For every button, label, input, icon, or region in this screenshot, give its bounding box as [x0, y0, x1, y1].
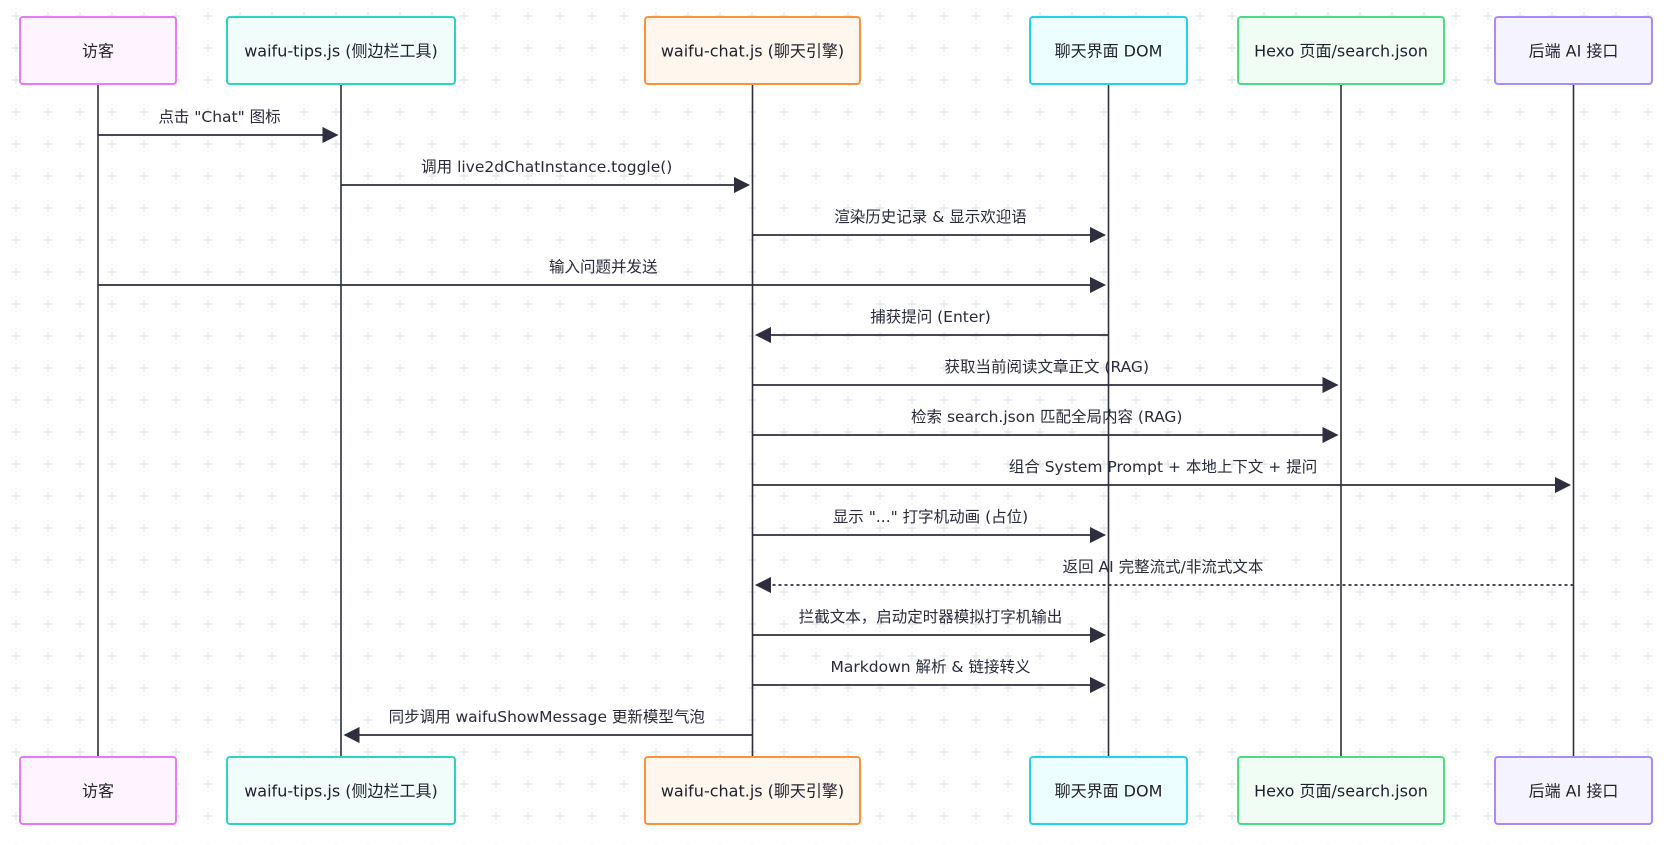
actor-hexo-bottom: Hexo 页面/search.json — [1237, 756, 1445, 825]
message-label: 显示 "..." 打字机动画 (占位) — [833, 508, 1028, 526]
message-8: 组合 System Prompt + 本地上下文 + 提问 — [752, 458, 1572, 494]
message-9: 显示 "..." 打字机动画 (占位) — [752, 508, 1107, 544]
message-4: 输入问题并发送 — [98, 258, 1107, 294]
actor-box — [1237, 756, 1445, 825]
actor-visitor-top: 访客 — [19, 16, 177, 85]
message-10: 返回 AI 完整流式/非流式文本 — [754, 558, 1574, 594]
actor-label: Hexo 页面/search.json — [1254, 42, 1428, 61]
message-label: 组合 System Prompt + 本地上下文 + 提问 — [1009, 458, 1317, 476]
message-label: 同步调用 waifuShowMessage 更新模型气泡 — [389, 708, 705, 726]
actor-box — [1494, 16, 1653, 85]
message-12: Markdown 解析 & 链接转义 — [752, 658, 1107, 694]
message-label: 捕获提问 (Enter) — [870, 308, 991, 326]
actor-visitor-bottom: 访客 — [19, 756, 177, 825]
actor-ai-bottom: 后端 AI 接口 — [1494, 756, 1653, 825]
actor-label: 后端 AI 接口 — [1529, 42, 1619, 61]
actor-box — [19, 756, 177, 825]
lifelines — [97, 84, 1575, 757]
actor-box — [226, 756, 456, 825]
actor-label: waifu-tips.js (侧边栏工具) — [244, 782, 438, 801]
actor-label: 访客 — [82, 42, 114, 61]
actor-label: waifu-tips.js (侧边栏工具) — [244, 42, 438, 61]
actor-box — [1029, 16, 1188, 85]
actor-box — [1029, 756, 1188, 825]
message-3: 渲染历史记录 & 显示欢迎语 — [752, 208, 1107, 244]
message-11: 拦截文本，启动定时器模拟打字机输出 — [752, 608, 1107, 644]
actor-box — [1237, 16, 1445, 85]
actor-label: 聊天界面 DOM — [1055, 42, 1163, 61]
message-label: 调用 live2dChatInstance.toggle() — [421, 158, 672, 176]
actor-box — [226, 16, 456, 85]
actor-ai-top: 后端 AI 接口 — [1494, 16, 1653, 85]
message-label: 检索 search.json 匹配全局内容 (RAG) — [911, 408, 1182, 426]
actor-dom-top: 聊天界面 DOM — [1029, 16, 1188, 85]
actor-row-bottom: 访客 waifu-tips.js (侧边栏工具) waifu-chat.js (聊天… — [19, 756, 1653, 825]
actor-label: 聊天界面 DOM — [1055, 782, 1163, 801]
message-label: 拦截文本，启动定时器模拟打字机输出 — [799, 608, 1063, 626]
actor-label: waifu-chat.js (聊天引擎) — [661, 42, 844, 61]
message-label: 获取当前阅读文章正文 (RAG) — [944, 358, 1149, 376]
actor-box — [644, 16, 861, 85]
actor-chat-top: waifu-chat.js (聊天引擎) — [644, 16, 861, 85]
actor-hexo-top: Hexo 页面/search.json — [1237, 16, 1445, 85]
message-label: 渲染历史记录 & 显示欢迎语 — [834, 208, 1026, 226]
message-2: 调用 live2dChatInstance.toggle() — [341, 158, 751, 194]
message-13: 同步调用 waifuShowMessage 更新模型气泡 — [343, 708, 753, 744]
actor-tips-top: waifu-tips.js (侧边栏工具) — [226, 16, 456, 85]
message-label: 返回 AI 完整流式/非流式文本 — [1063, 558, 1264, 576]
actor-row-top: 访客 waifu-tips.js (侧边栏工具) waifu-chat.js (聊天… — [19, 16, 1653, 85]
actor-label: waifu-chat.js (聊天引擎) — [661, 782, 844, 801]
message-6: 获取当前阅读文章正文 (RAG) — [752, 358, 1339, 394]
message-1: 点击 "Chat" 图标 — [98, 108, 339, 144]
message-7: 检索 search.json 匹配全局内容 (RAG) — [752, 408, 1339, 444]
message-label: 输入问题并发送 — [549, 258, 658, 276]
actor-box — [644, 756, 861, 825]
actor-label: 访客 — [82, 782, 114, 801]
actor-tips-bottom: waifu-tips.js (侧边栏工具) — [226, 756, 456, 825]
actor-dom-bottom: 聊天界面 DOM — [1029, 756, 1188, 825]
actor-chat-bottom: waifu-chat.js (聊天引擎) — [644, 756, 861, 825]
actor-label: 后端 AI 接口 — [1529, 782, 1619, 801]
message-label: Markdown 解析 & 链接转义 — [831, 658, 1031, 676]
message-label: 点击 "Chat" 图标 — [158, 108, 280, 126]
message-5: 捕获提问 (Enter) — [754, 308, 1109, 344]
actor-box — [19, 16, 177, 85]
actor-label: Hexo 页面/search.json — [1254, 782, 1428, 801]
actor-box — [1494, 756, 1653, 825]
